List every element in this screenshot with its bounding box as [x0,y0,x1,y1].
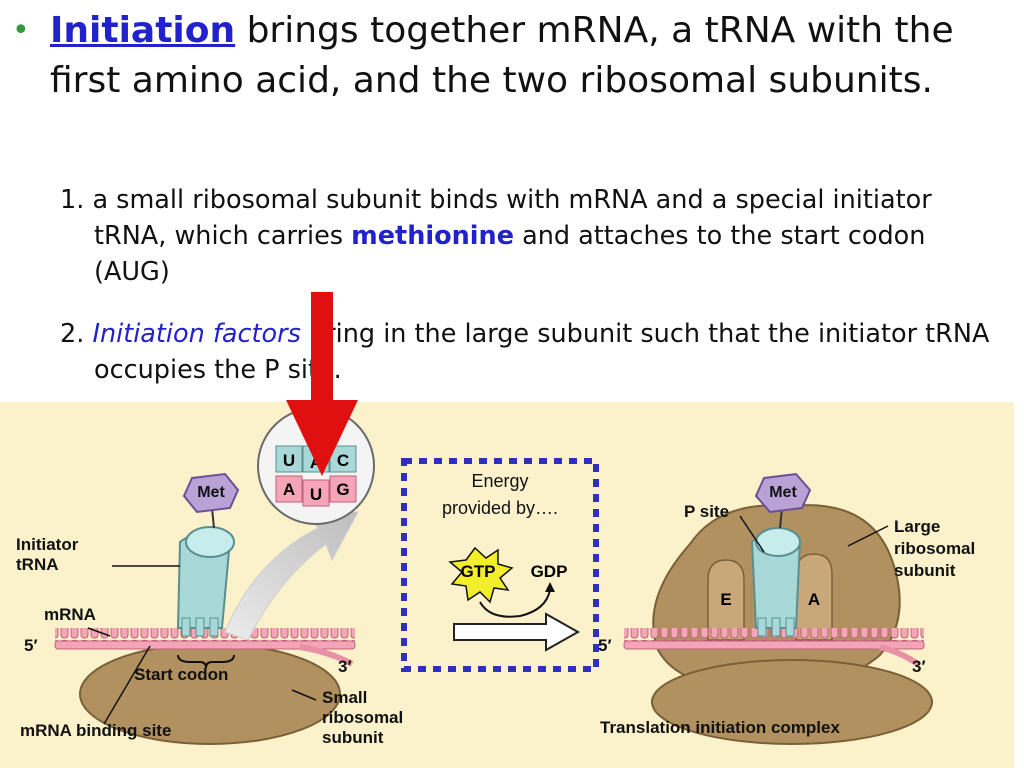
gtp-starburst-icon [448,546,514,604]
initiation-factors-term: Initiation factors [92,319,301,349]
energy-dotted-box [401,458,599,672]
a-site-label: A [808,590,820,609]
met-label-right: Met [769,484,797,501]
anticodon-u: U [283,451,295,470]
anticodon-c: C [337,451,349,470]
met-hexagon-right [754,472,812,514]
energy-text: Energy provided by…. [404,468,596,522]
red-arrow-icon [286,292,358,476]
small-ribosomal-subunit-right [651,659,933,745]
step-1-number: 1. [60,185,85,215]
methionine-term: methionine [351,221,514,251]
p-site-label: P site [684,502,730,521]
gtp-to-gdp-curve [479,589,551,618]
leader-lines [87,515,889,725]
initiation-bullet: • Initiation brings together mRNA, a tRN… [12,6,1012,106]
step-2-text: bring in the large subunit such that the… [94,319,990,385]
three-prime-label-right: 3′ [912,657,926,676]
codon-g: G [336,480,349,499]
start-codon-brace [177,654,235,669]
large-subunit-label: Large ribosomal subunit [894,516,975,582]
codon-a: A [283,480,295,499]
small-subunit-label-line1: Small [322,688,368,707]
start-codon-label: Start codon [134,665,229,684]
energy-text-line2: provided by…. [441,498,559,518]
small-subunit-label: Small ribosomal subunit [322,688,403,748]
bullet-text: brings together mRNA, a tRNA with the fi… [50,10,954,101]
step-2-number: 2. [60,319,85,349]
five-prime-label-right: 5′ [598,636,612,655]
curved-grey-arrow [224,511,359,641]
small-subunit-label-line2: ribosomal [322,708,404,727]
five-prime-label-left: 5′ [24,636,38,655]
initiator-trna-left [176,526,235,637]
met-label-left: Met [197,484,225,501]
large-subunit-label-line2: ribosomal [894,539,976,558]
large-subunit-label-line1: Large [894,517,941,536]
codon-anticodon-inset: U A C A U G [257,407,375,525]
initiator-trna-right [750,527,802,637]
mrna-label-left: mRNA [44,605,96,624]
step-1-text-a: a small ribosomal subunit binds with mRN… [92,185,932,251]
initiator-trna-label-line2: tRNA [16,555,59,574]
gdp-label: GDP [531,562,568,581]
step-2: 2. Initiation factors bring in the large… [60,316,1000,388]
white-arrow-icon [453,612,581,652]
step-1: 1. a small ribosomal subunit binds with … [60,182,1000,290]
gtp-label: GTP [461,562,496,581]
step-1-text-b: and attaches to the start codon (AUG) [94,221,926,287]
three-prime-label-left: 3′ [338,657,352,676]
initiation-term: Initiation [50,10,236,51]
initiator-trna-label: Initiator tRNA [16,535,78,575]
bullet-dot-icon: • [12,13,30,48]
met-hexagon-left [182,472,240,514]
small-subunit-label-line3: subunit [322,728,384,747]
e-site-pocket [707,559,745,641]
large-subunit-label-line3: subunit [894,561,956,580]
codon-u: U [310,485,322,504]
energy-text-line1: Energy [471,471,529,491]
translation-complex-caption: Translation initiation complex [600,718,840,737]
initiator-trna-label-line1: Initiator [16,535,79,554]
mrna-strand-left [54,628,356,667]
mrna-binding-site-label: mRNA binding site [20,721,172,740]
e-site-label: E [720,590,731,609]
